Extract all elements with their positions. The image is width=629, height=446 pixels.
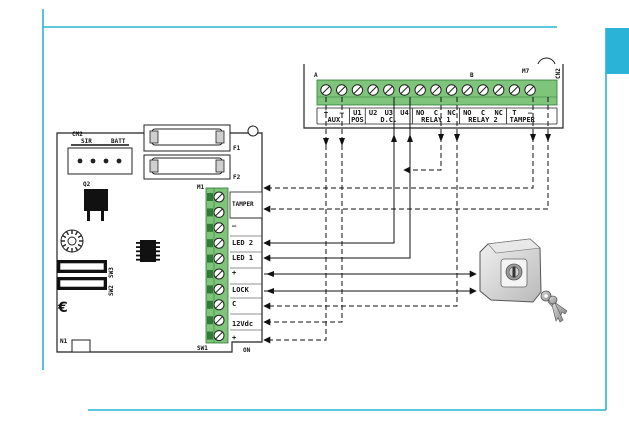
top-terminal-label: U2 (369, 109, 377, 117)
cm2-label: CM2 (72, 131, 83, 138)
n1-label: N1 (60, 338, 68, 345)
n1-connector (71, 339, 91, 353)
top-terminal-label: C (434, 109, 438, 117)
mounting-hole (247, 125, 259, 137)
top-terminal-label: C (481, 109, 485, 117)
ic-chip (136, 240, 160, 262)
left-terminal-label: LED 1 (232, 254, 253, 262)
b-marker: B (470, 72, 474, 79)
top-group-label: RELAY 1 (421, 116, 451, 124)
m7-label: M7 (522, 68, 530, 75)
section-tab (606, 28, 629, 74)
left-terminal-label: + (232, 269, 236, 277)
top-group-label: AUX (328, 116, 341, 124)
top-group-label: POS (351, 116, 364, 124)
wire-path (263, 97, 534, 192)
sw2-label: SW2 (108, 285, 115, 296)
batt-label: BATT (111, 138, 126, 145)
m1-label: M1 (197, 184, 205, 191)
top-terminal-label: – (528, 109, 533, 117)
a-marker: A (314, 72, 318, 79)
wire-path (263, 97, 458, 310)
wiring-connections (263, 97, 551, 344)
siren-battery-connector (67, 147, 133, 175)
connector-pins (77, 158, 122, 164)
on-label: ON (243, 347, 251, 354)
top-terminal-label: NC (494, 109, 502, 117)
top-terminal-label: U3 (385, 109, 393, 117)
q2-label: Q2 (83, 181, 91, 188)
top-group-label: TAMPER (510, 116, 536, 124)
fuse2-label: F2 (233, 174, 241, 181)
left-terminal-label: TAMPER (232, 201, 254, 208)
wire-path (263, 97, 411, 262)
sw1-label: SW1 (197, 345, 208, 352)
wire-path (263, 97, 395, 247)
left-terminal-label: LED 2 (232, 239, 253, 247)
control-board: CM2 SIR BATT F1 F2 Q2 (56, 124, 263, 354)
wire-path (263, 97, 327, 344)
top-group-label: RELAY 2 (468, 116, 498, 124)
top-terminal-label: T (512, 109, 516, 117)
keys-icon (540, 290, 568, 323)
sir-label: SIR (81, 138, 92, 145)
rotary-switch (60, 229, 84, 253)
jumper-block (57, 260, 107, 290)
top-terminal-label: NO (463, 109, 471, 117)
key-switch-icon (479, 238, 542, 303)
top-group-label: D.C. (380, 116, 397, 124)
top-terminal-label: NC (447, 109, 455, 117)
top-terminal-label: U1 (353, 109, 361, 117)
sw3-label: SW3 (108, 267, 115, 278)
top-terminal-label: U4 (400, 109, 408, 117)
left-terminal-label: – (232, 222, 237, 230)
left-terminal-label: LOCK (232, 286, 250, 294)
wire-path (263, 97, 343, 326)
wire-path (263, 97, 549, 213)
wire-path (403, 97, 442, 174)
ce-mark: € (57, 300, 68, 316)
top-terminal-label: NO (416, 109, 424, 117)
cn2-label: CN2 (555, 68, 562, 79)
left-terminal-label: C (232, 300, 236, 308)
left-terminal-label: + (232, 334, 236, 342)
fuse1-label: F1 (233, 145, 241, 152)
page-frame (42, 9, 629, 411)
transistor-q2 (84, 189, 108, 211)
left-terminal-label: 12Vdc (232, 320, 253, 328)
